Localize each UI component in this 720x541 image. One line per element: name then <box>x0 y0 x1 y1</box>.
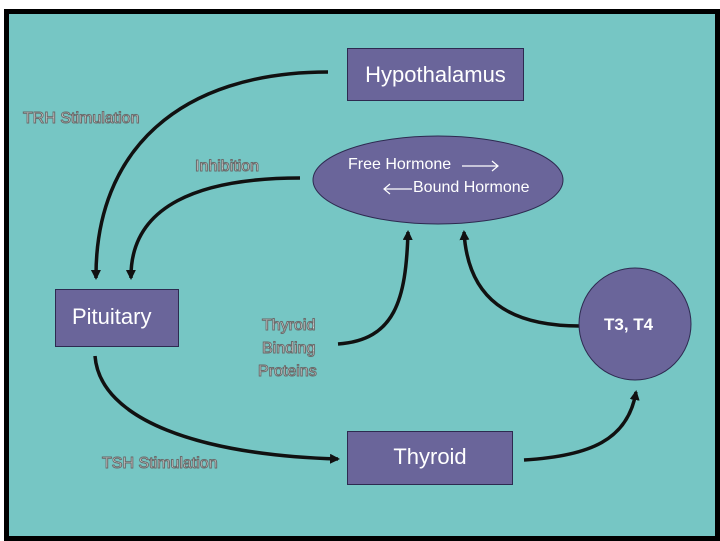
thyroid-label: Thyroid <box>393 444 467 469</box>
pituitary-node: Pituitary <box>55 289 179 347</box>
thyroid-node: Thyroid <box>347 431 513 485</box>
t3t4-circle <box>578 267 692 381</box>
trh-arrow <box>90 70 329 280</box>
t3t4-label: T3, T4 <box>604 315 654 334</box>
pituitary-label: Pituitary <box>72 304 152 329</box>
tsh-stimulation-label: TSH Stimulation <box>102 455 219 473</box>
binding-proteins-label-line3: Proteins <box>258 363 318 381</box>
binding-arrow <box>337 230 413 346</box>
thyroid-to-t3t4-arrow <box>523 390 640 462</box>
inhibition-arrow <box>125 176 301 280</box>
free-hormone-label: Free Hormone <box>348 156 452 173</box>
binding-proteins-label-line1: Thyroid <box>261 317 316 335</box>
t3t4-to-hormone-arrow <box>459 230 581 328</box>
bound-hormone-label: Bound Hormone <box>413 179 530 196</box>
trh-stimulation-label: TRH Stimulation <box>22 110 140 128</box>
hypothalamus-node: Hypothalamus <box>347 48 524 101</box>
inhibition-label: Inhibition <box>194 158 260 176</box>
binding-proteins-label-line2: Binding <box>261 340 316 358</box>
hormone-ellipse <box>312 135 564 225</box>
hypothalamus-label: Hypothalamus <box>365 61 506 87</box>
tsh-arrow <box>93 355 340 464</box>
